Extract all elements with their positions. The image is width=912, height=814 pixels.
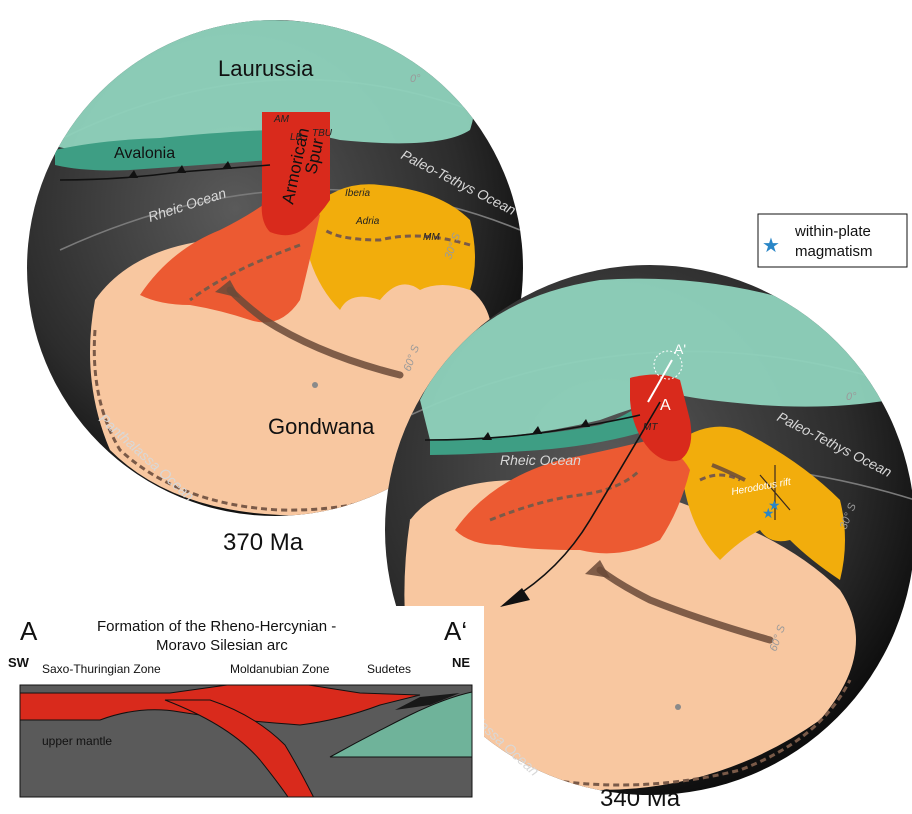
legend-line1: within-plate [794,223,871,240]
label-rheic-ocean-2: Rheic Ocean [500,452,581,468]
cs-moldanubian: Moldanubian Zone [230,662,330,676]
cs-letter-a: A [20,616,38,646]
section-line [647,359,673,403]
cs-green-block [329,691,472,758]
label-laurussia: Laurussia [218,56,314,81]
armorican-spur [630,374,692,462]
cs-title-line2: Moravo Silesian arc [156,637,288,654]
section-circle [653,350,683,380]
label-mm: MM [423,232,440,243]
age-label-370: 370 Ma [223,529,304,556]
adria-motion-arrow [711,463,746,482]
legend-line2: magmatism [795,243,873,260]
label-section-a-prime: A' [674,341,686,357]
armorican-spur [261,112,330,236]
label-mt: MT [643,422,658,433]
star-icon: ★ [762,235,780,257]
label-tbu: TBU [312,128,333,139]
label-iberia: Iberia [345,188,370,199]
laurussia-landmass [420,278,897,440]
label-avalonia: Avalonia [114,145,175,162]
gondwana-motion-arrow [596,566,774,644]
label-am: AM [273,114,290,125]
cs-upper-mantle: upper mantle [42,734,112,748]
cs-frame [19,684,473,798]
label-section-a: A [660,397,671,414]
subduction-teeth [482,419,590,440]
herodotus-rift-arrows [759,465,791,520]
cs-letter-a-prime: A‘ [444,616,467,646]
globe-340ma: ★ ★ A A' MT Herodotus rift Rheic Ocean P… [385,265,912,812]
label-lat0-2: 0° [846,391,857,403]
label-lat0-1: 0° [410,73,421,85]
label-adria: Adria [355,216,380,227]
subduction-line [424,414,641,441]
cs-title-line1: Formation of the Rheno-Hercynian - [97,618,336,635]
cs-subducting-slab [164,699,315,797]
label-gondwana: Gondwana [268,414,375,439]
cs-sudetes: Sudetes [367,662,411,676]
age-label-340: 340 Ma [600,785,681,812]
cs-sw: SW [8,655,30,670]
subduction-teeth [128,161,232,178]
cs-ne: NE [452,655,470,670]
iberia-adria-terrane [310,184,475,310]
cross-section: A A‘ Formation of the Rheno-Hercynian - … [4,606,484,814]
cs-saxo: Saxo-Thuringian Zone [42,662,161,676]
gondwana-motion-arrow [226,286,404,379]
pole-dot [675,704,681,710]
long-trajectory-arrow [509,401,661,601]
iberia-adria-terrane [680,426,845,580]
label-lb: LB [290,132,303,143]
pole-dot [312,382,318,388]
avalonia-terrane [430,400,650,455]
legend-box: ★ within-plate magmatism [757,213,908,268]
magmatism-star: ★ [768,497,781,513]
avalonia-terrane [55,130,270,171]
gondwana-landmass [90,238,492,516]
magmatism-star: ★ [762,505,775,521]
gondwana-landmass [404,478,856,790]
